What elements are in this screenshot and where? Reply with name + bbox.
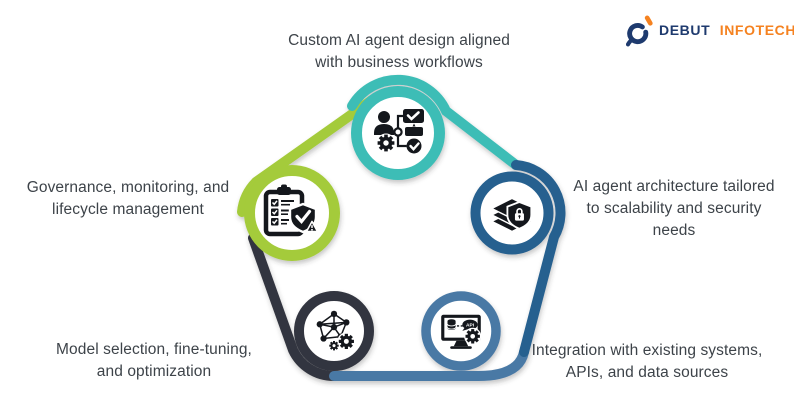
- label-line: Governance, monitoring, and: [26, 179, 230, 196]
- svg-text:API: API: [466, 323, 475, 329]
- label-line: Model selection, fine-tuning,: [56, 341, 252, 358]
- label-line: to scalability and security: [586, 200, 762, 217]
- label-integration: Integration with existing systems, APIs,…: [514, 340, 780, 384]
- label-line: needs: [652, 222, 696, 239]
- label-line: AI agent architecture tailored: [573, 178, 775, 195]
- brand-logo-text: DEBUT INFOTECH: [659, 22, 794, 38]
- edge-top-to-right: [347, 74, 521, 170]
- brand-word-debut: DEBUT: [659, 22, 711, 38]
- neural-network-gear-icon: [316, 310, 356, 352]
- edge-right: [511, 160, 566, 357]
- label-line: with business workflows: [315, 54, 483, 71]
- label-line: and optimization: [96, 363, 212, 380]
- label-architecture: AI agent architecture tailored to scalab…: [556, 176, 792, 242]
- brand-logo-mark-icon: [626, 15, 653, 47]
- label-line: Custom AI agent design aligned: [288, 32, 510, 49]
- label-governance: Governance, monitoring, and lifecycle ma…: [8, 177, 248, 221]
- agent-workflow-icon: [374, 109, 424, 154]
- monitor-api-gear-icon: API: [441, 314, 482, 349]
- label-model: Model selection, fine-tuning, and optimi…: [30, 339, 278, 383]
- label-line: lifecycle management: [52, 201, 204, 218]
- label-line: APIs, and data sources: [565, 364, 729, 381]
- node-circle-model: [294, 291, 374, 371]
- brand-word-infotech: INFOTECH: [719, 22, 794, 38]
- label-line: Integration with existing systems,: [531, 342, 763, 359]
- layered-shield-lock-icon: [490, 197, 534, 233]
- edge-left-to-bottomleft: [248, 233, 339, 382]
- clipboard-shield-check-icon: [263, 184, 319, 237]
- label-custom-design: Custom AI agent design aligned with busi…: [259, 30, 539, 74]
- brand-logo: DEBUT INFOTECH: [626, 13, 794, 47]
